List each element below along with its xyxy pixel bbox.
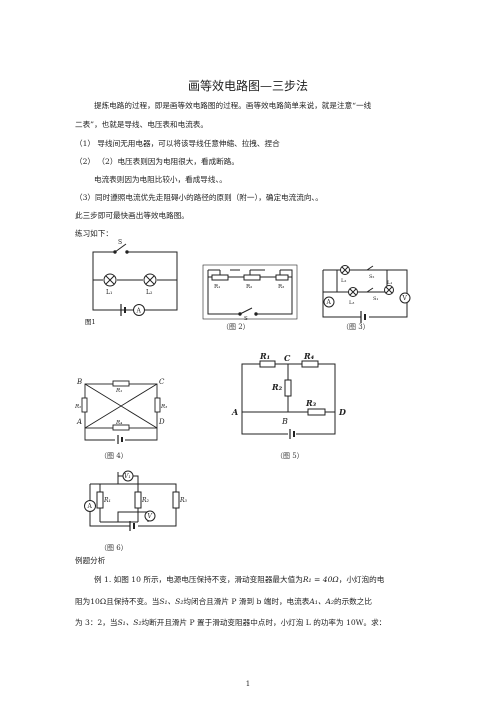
figure-4-circuit: B C A D R₁ R₂ R₃ R₄ <box>74 378 167 444</box>
fig5-caption: （图 5） <box>276 452 304 460</box>
fig4-label-b: B <box>76 378 82 386</box>
step-1: （1） 导线间无用电器，可以将该导线任意伸缩、拉拽、捏合 <box>75 139 280 148</box>
fig2-label-r2: R₂ <box>246 284 252 290</box>
fig5-label-r2: R₂ <box>271 382 283 392</box>
fig3-ammeter-label: A <box>326 299 332 306</box>
fig3-label-l1: L₁ <box>387 280 392 286</box>
fig3-voltmeter-label: V <box>402 295 408 302</box>
fig3-label-s2: S₂ <box>369 274 374 280</box>
fig6-ammeter-label: A <box>87 503 93 510</box>
step-3: （3）同时遵照电流优先走阻碍小的路径的原则（附一），确定电流流向、。 <box>75 193 323 202</box>
practice-label: 练习如下： <box>75 229 113 238</box>
fig2-label-s: S <box>244 316 248 322</box>
example-heading: 例题分析 <box>75 556 106 565</box>
figure-3-circuit: L₂ S₂ L₁ L₃ S₁ A V <box>322 265 411 323</box>
step-2b: 电流表则因为电阻比较小，看成导线、。 <box>94 175 227 184</box>
fig1-caption: 图1 <box>85 318 96 326</box>
fig6-caption: （图 6） <box>100 544 128 552</box>
fig5-label-r3: R₃ <box>305 398 317 408</box>
fig5-label-b: B <box>281 417 288 426</box>
fig6-label-r3: R₃ <box>179 497 188 504</box>
intro-line-2: 二表”，也就是导线、电压表和电流表。 <box>75 120 208 129</box>
fig3-caption: （图 3） <box>342 323 370 331</box>
fig6-label-v1: V₁ <box>124 473 131 480</box>
example-line-2: 阻为10Ω且保持不变。当S₁、S₂均闭合且滑片 P 滑到 b 端时，电流表A₁、… <box>75 597 372 606</box>
page-title: 画等效电路图—三步法 <box>187 79 308 93</box>
fig6-label-r1: R₁ <box>103 497 111 504</box>
fig5-label-c: C <box>284 353 291 363</box>
fig4-caption: （图 4） <box>100 452 128 460</box>
fig4-label-r3: R₃ <box>160 404 167 410</box>
figure-2-circuit: R₁ R₂ R₃ S <box>202 264 298 322</box>
figure-5-circuit: R₁ C R₄ R₂ R₃ A B D <box>231 351 346 439</box>
step-2: （2） （2）电压表则因为电阻很大，看成断路。 <box>75 157 239 166</box>
fig3-label-l2: L₂ <box>341 278 346 284</box>
intro-line-1: 提炼电路的过程，即是画等效电路图的过程。画等效电路简单来说，就是注意“一线 <box>94 101 372 110</box>
page-number: 1 <box>245 680 251 688</box>
fig5-label-d: D <box>338 407 346 417</box>
fig6-label-r2: R₂ <box>141 497 150 504</box>
fig3-label-l3: L₃ <box>349 300 354 306</box>
example-line-3: 为 3：2，当S₁、S₂均断开且滑片 P 置于滑动变阻器中点时，小灯泡 L 的功… <box>75 618 387 627</box>
figure-6-circuit: V₁ R₁ R₂ R₃ V A <box>84 470 188 531</box>
fig5-label-r1: R₁ <box>259 351 270 361</box>
fig1-ammeter-label: A <box>136 308 142 315</box>
fig4-label-r4: R₄ <box>115 420 122 426</box>
fig4-label-a: A <box>76 418 82 426</box>
fig3-label-s1: S₁ <box>373 296 378 302</box>
fig4-label-r1: R₁ <box>115 388 122 394</box>
fig4-label-r2: R₂ <box>74 404 81 410</box>
fig5-label-a: A <box>231 407 238 417</box>
fig6-voltmeter-label: V <box>148 513 153 520</box>
example-line-1: 例 1. 如图 10 所示，电源电压保持不变，滑动变阻器最大值为R₁ = 40Ω… <box>94 575 385 584</box>
fig1-label-l1: L₁ <box>106 289 112 296</box>
fig2-label-r1: R₁ <box>214 284 220 290</box>
fig2-caption: （图 2） <box>222 323 250 331</box>
fig2-label-r3: R₃ <box>278 284 284 290</box>
fig4-label-c: C <box>159 378 165 386</box>
fig5-label-r4: R₄ <box>303 351 315 361</box>
fig1-label-s: S <box>118 239 122 246</box>
fig1-label-l2: L₂ <box>146 289 153 296</box>
step-4: 此三步即可最快画出等效电路图。 <box>75 211 189 220</box>
fig4-label-d: D <box>158 418 165 426</box>
figure-1-circuit: S L₁ L₂ A 图1 <box>85 239 178 326</box>
